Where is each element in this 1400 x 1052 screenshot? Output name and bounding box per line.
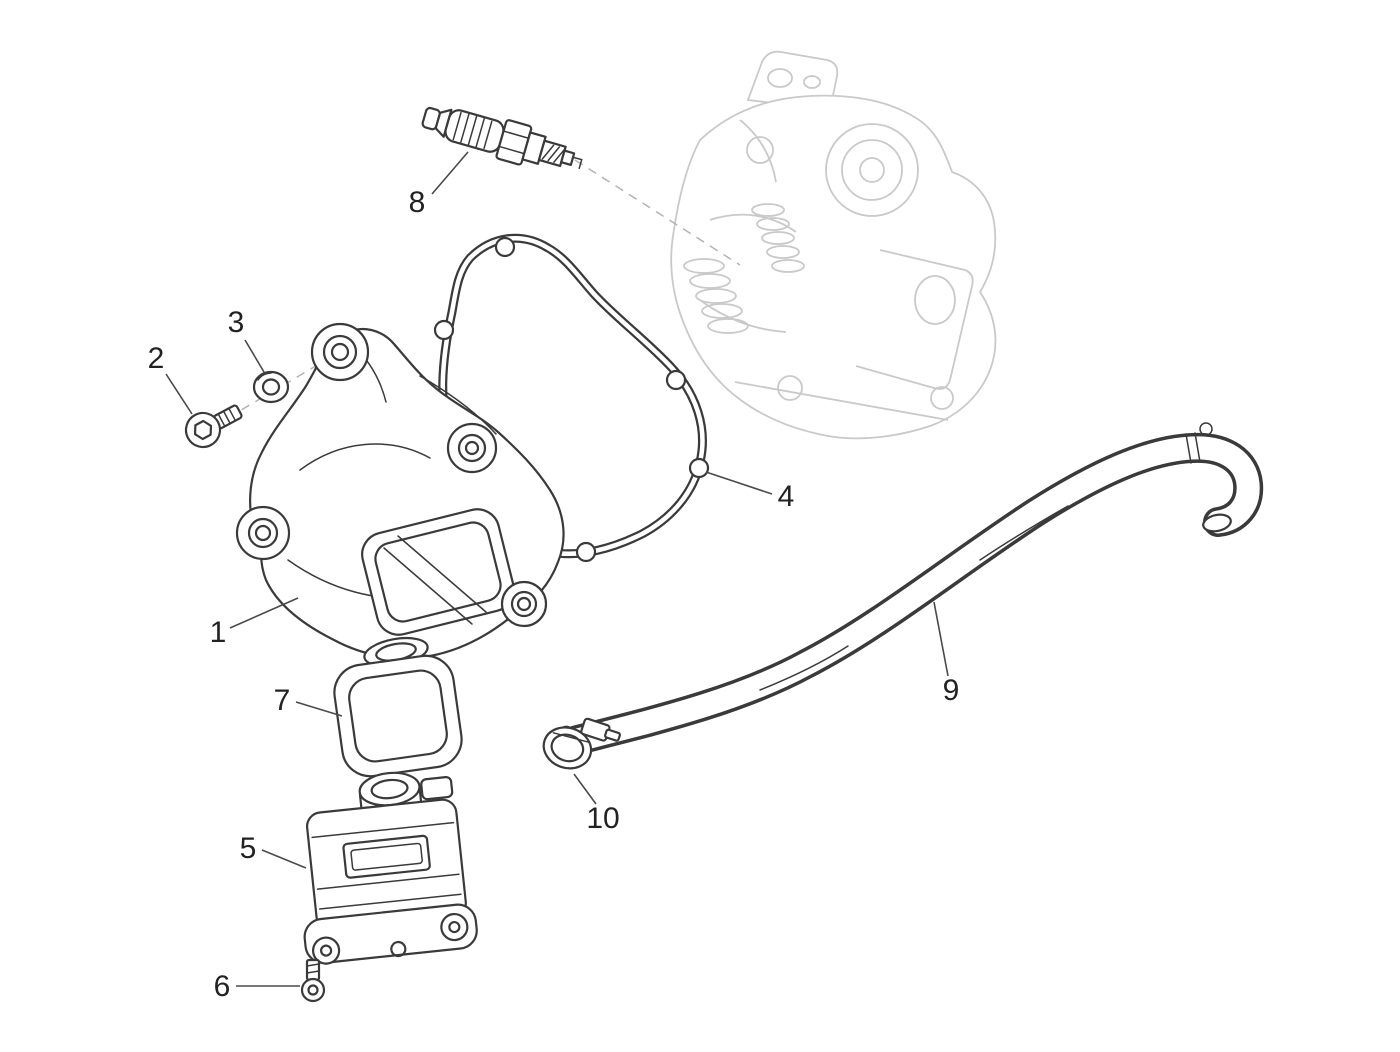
callout-10-label: 10 (586, 802, 619, 835)
cover-screw (184, 404, 243, 449)
callout-1-label: 1 (210, 616, 227, 649)
callout-7-label: 7 (274, 684, 291, 717)
callout-5-label: 5 (240, 832, 257, 865)
washer (252, 370, 290, 404)
breather-gasket-ring (333, 654, 463, 778)
oil-breather-unit (303, 771, 478, 965)
cylinder-head-cover (235, 322, 565, 668)
breather-hose (555, 422, 1264, 759)
callout-6-label: 6 (214, 970, 231, 1003)
cylinder-head-ghost (670, 50, 997, 440)
spark-plug (421, 106, 583, 170)
hose-clamp (542, 717, 621, 770)
callout-4-label: 4 (778, 480, 795, 513)
callout-2-label: 2 (148, 342, 165, 375)
callout-9-label: 9 (943, 674, 960, 707)
callout-labels: 1 2 3 4 5 6 7 8 9 10 (148, 186, 960, 1003)
breather-screw (300, 958, 326, 1003)
leader-lines (165, 151, 949, 987)
callout-8-label: 8 (409, 186, 426, 219)
callout-3-label: 3 (228, 306, 245, 339)
